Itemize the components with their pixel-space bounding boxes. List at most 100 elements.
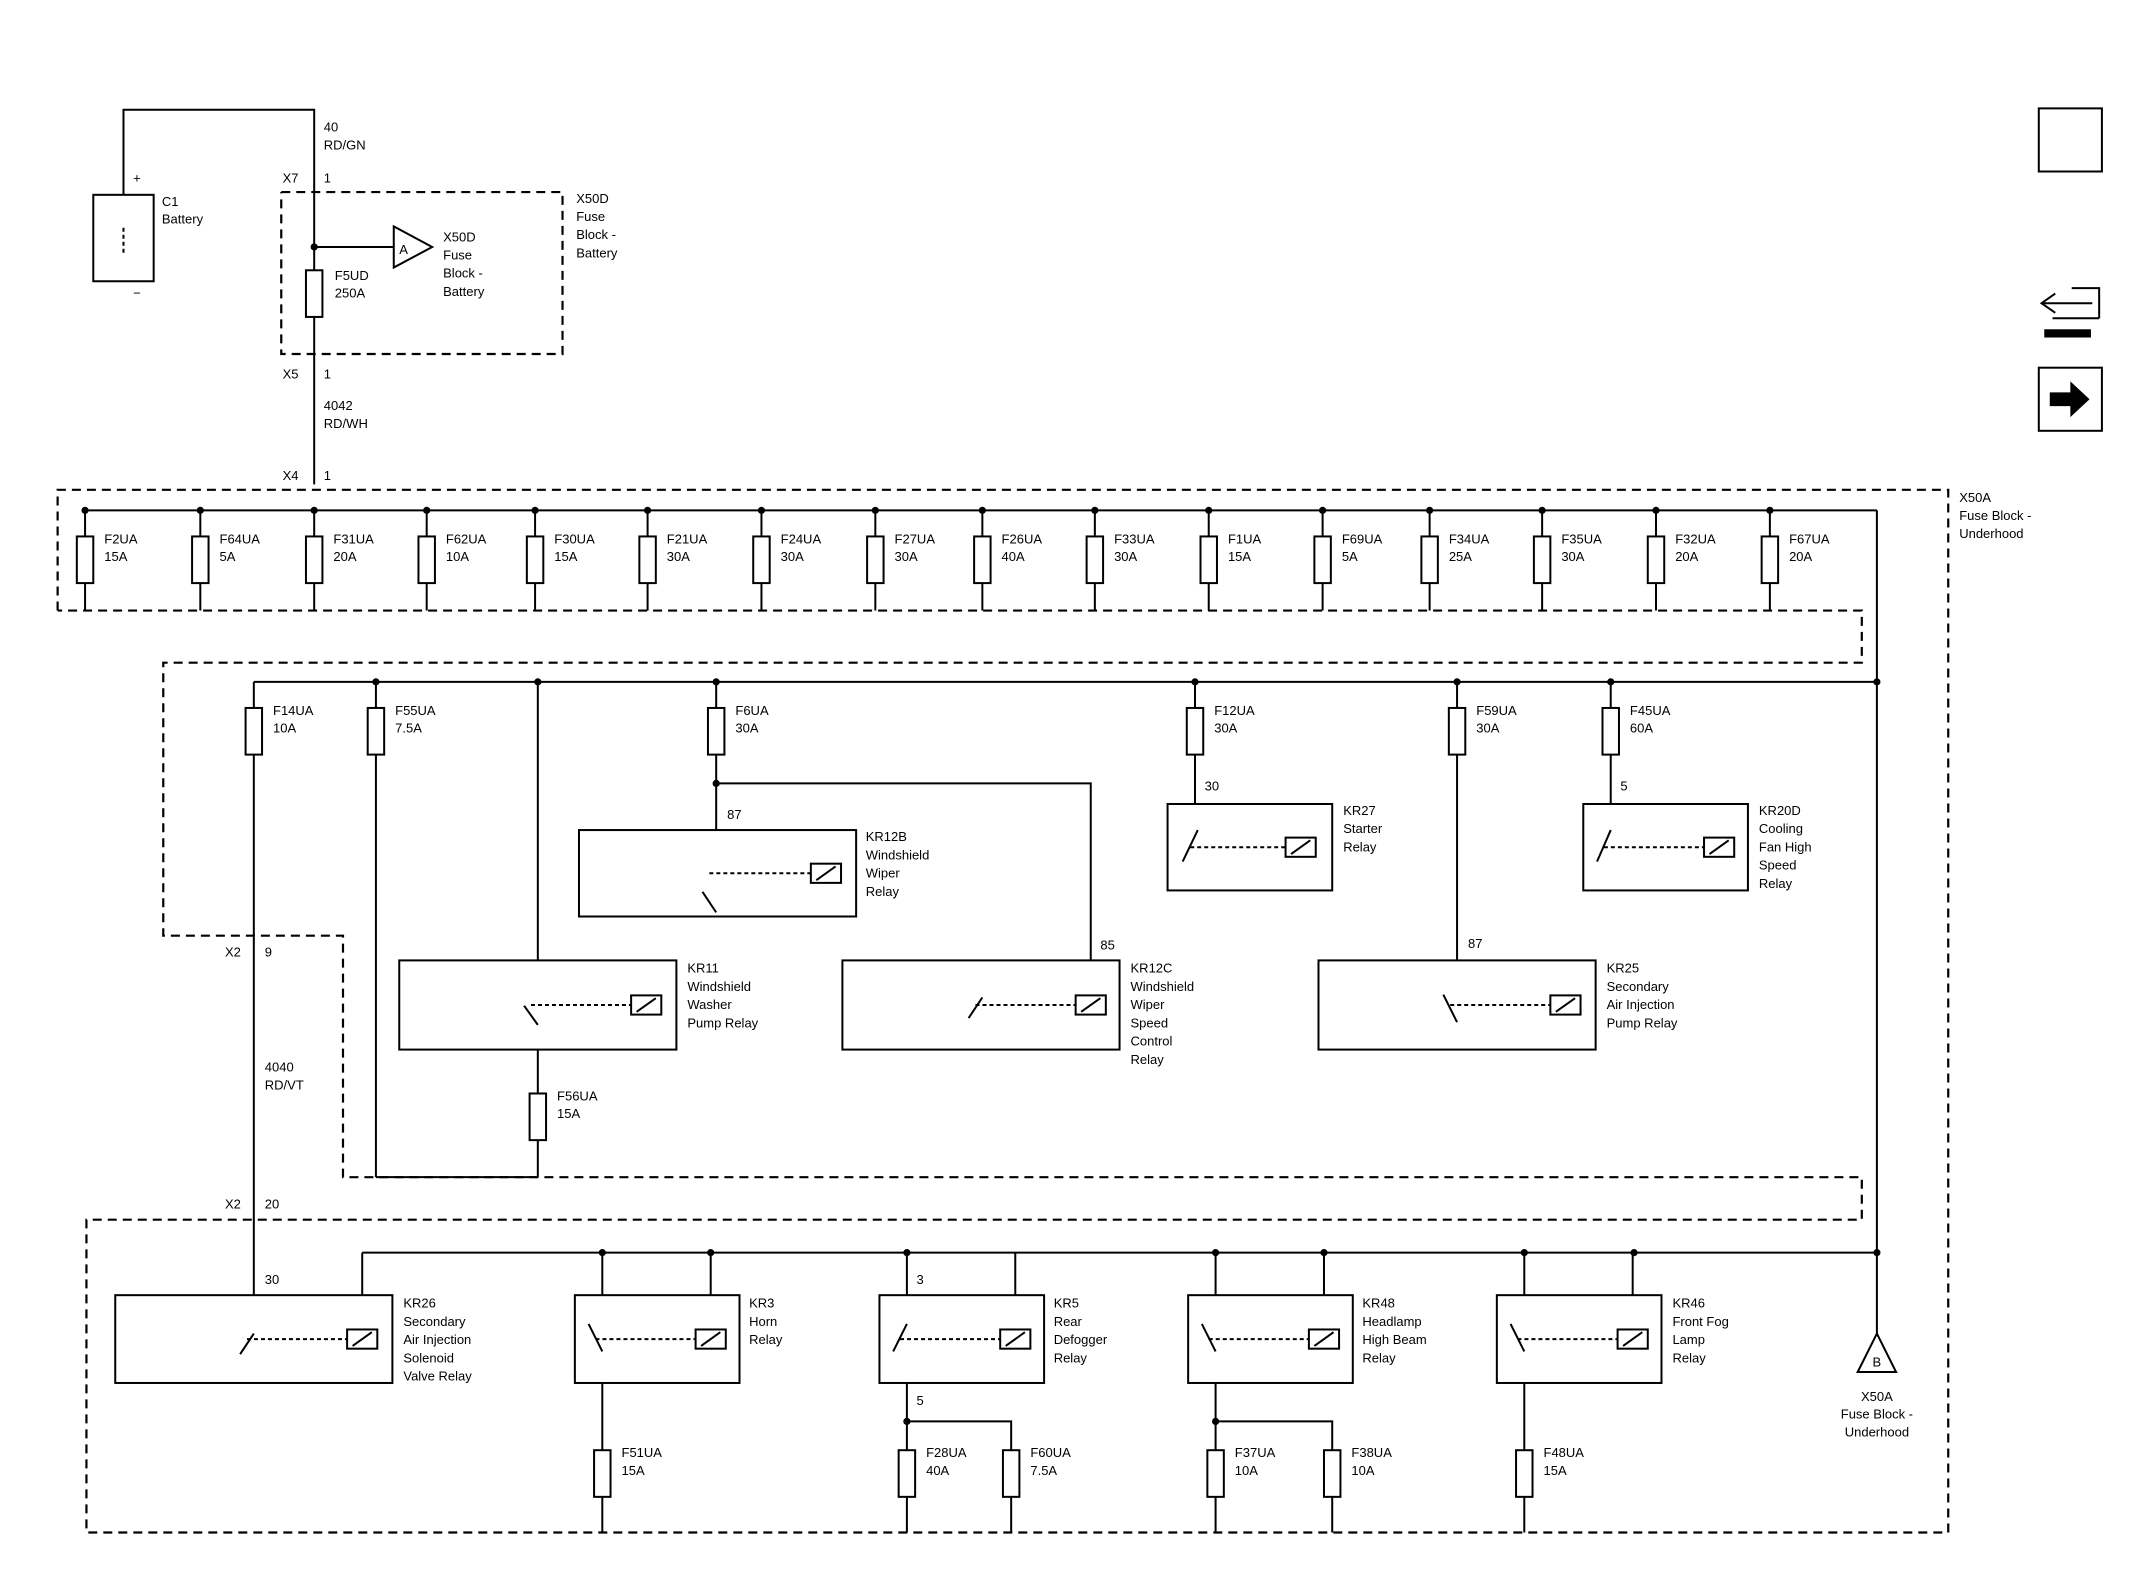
loc-icon[interactable] (2037, 107, 2103, 173)
mid-fuse-rating: 15A (557, 1106, 580, 1121)
bottom-fuse-symbol (1001, 1449, 1021, 1498)
battery-name: Battery (162, 212, 204, 227)
mid-fuse-symbol (366, 706, 386, 756)
top-fuse-symbol (752, 535, 771, 585)
relay-kr48-coil-slash (1313, 1331, 1335, 1347)
relay-kr27-desc: Starter (1343, 821, 1383, 836)
x50d-ref-desc: Fuse (443, 247, 472, 262)
top-fuse-rating: 10A (446, 549, 469, 564)
x50d-name: X50D (576, 191, 609, 206)
bottom-fuse-id: F48UA (1544, 1445, 1585, 1460)
top-fuse-id: F21UA (667, 531, 708, 546)
relay-kr26-desc: Secondary (403, 1314, 466, 1329)
relay-kr3-box (573, 1294, 741, 1384)
relay-kr12b-desc: Wiper (866, 866, 901, 881)
top-fuse-id: F33UA (1114, 531, 1155, 546)
top-fuse-id: F27UA (895, 531, 936, 546)
relay-kr25-desc: Air Injection (1607, 997, 1675, 1012)
x50d-desc: Block - (576, 227, 616, 242)
top-fuse-id: F64UA (220, 531, 261, 546)
wire-color: RD/VT (265, 1077, 304, 1092)
component-boundaries (56, 190, 1950, 1534)
top-fuse-id: F34UA (1449, 531, 1490, 546)
x50d-desc: Fuse (576, 209, 605, 224)
relay-kr46-ref: KR46 (1672, 1296, 1705, 1311)
splice-dot (1630, 1249, 1638, 1257)
top-fuse-rating: 30A (667, 549, 690, 564)
relay-kr3-ref: KR3 (749, 1296, 774, 1311)
relay-kr27-desc: Relay (1343, 839, 1377, 854)
bottom-fuse-symbol (593, 1449, 612, 1498)
relay-kr26-coil-slash (352, 1331, 373, 1347)
relay-kr20d-desc: Relay (1759, 876, 1793, 891)
top-fuse-symbol (1313, 535, 1332, 585)
relay-kr27-contact (1181, 829, 1199, 863)
relay-kr12c-box (841, 959, 1121, 1051)
relay-kr25-coil-slash (1555, 997, 1576, 1013)
x50a-ref-desc: Fuse Block - (1841, 1407, 1913, 1422)
bottom-fuse-rating: 10A (1235, 1463, 1258, 1478)
mid-fuse-rating: 60A (1630, 721, 1653, 736)
f5ud-rating: 250A (335, 286, 366, 301)
relay-kr5-contact (892, 1323, 908, 1352)
top-fuse-symbol (1646, 535, 1666, 585)
relay-kr5-pin5: 5 (916, 1393, 923, 1408)
mid-fuse-id: F45UA (1630, 703, 1671, 718)
x50a-ref-letter: B (1873, 1355, 1882, 1370)
relay-kr11-contact (523, 1005, 539, 1026)
mid-fuse-id: F59UA (1476, 703, 1517, 718)
relay-kr12c-desc: Control (1131, 1034, 1173, 1049)
x50a-desc: Fuse Block - (1959, 508, 2031, 523)
mid-fuse-symbol (1185, 706, 1205, 756)
top-fuse-symbol (866, 535, 885, 585)
relay-kr12c-pin: 85 (1100, 937, 1114, 952)
bottom-fuse-symbol (897, 1449, 917, 1498)
mid-fuse-id: F12UA (1214, 703, 1255, 718)
relay-kr5-coil-slash (1005, 1331, 1026, 1347)
relay-kr26-desc: Air Injection (403, 1332, 471, 1347)
x50a-ref-desc: Underhood (1845, 1424, 1909, 1439)
relay-kr11-ref: KR11 (687, 961, 719, 976)
wire-f60ua (906, 1420, 1013, 1451)
top-fuse-symbol (1532, 535, 1552, 585)
mid-fuse-symbol (244, 706, 264, 756)
wrench-icon (2044, 329, 2091, 338)
wire-circuit: 40 (324, 120, 338, 135)
relay-kr27-pin: 30 (1205, 778, 1219, 793)
relay-kr48-contact (1200, 1323, 1217, 1352)
relay-kr12c-desc: Relay (1131, 1052, 1165, 1067)
x50d-desc: Battery (576, 245, 618, 260)
mid-fuse-rating: 30A (1214, 721, 1237, 736)
relay-kr20d-coil-slash (1708, 839, 1730, 855)
battery-plus: + (133, 170, 141, 185)
relay-kr5-pin: 3 (916, 1272, 923, 1287)
schematic-icon[interactable] (2039, 287, 2101, 338)
relay-kr5-ref: KR5 (1054, 1296, 1079, 1311)
bottom-fuse-id: F60UA (1030, 1445, 1071, 1460)
relay-kr25-desc: Secondary (1607, 979, 1670, 994)
bottom-fuse-rating: 15A (1544, 1463, 1567, 1478)
top-fuse-id: F2UA (104, 531, 138, 546)
top-fuse-symbol (638, 535, 657, 585)
battery-minus: − (133, 286, 141, 301)
top-fuse-rating: 5A (220, 549, 236, 564)
relay-kr12b-ref: KR12B (866, 829, 907, 844)
side-icons[interactable] (2037, 107, 2103, 432)
top-fuse-id: F69UA (1342, 531, 1383, 546)
relay-kr11-desc: Pump Relay (687, 1015, 758, 1030)
bottom-fuse-rating: 40A (926, 1463, 949, 1478)
bottom-fuse-id: F37UA (1235, 1445, 1276, 1460)
top-fuse-rating: 5A (1342, 549, 1358, 564)
top-fuse-rating: 15A (1228, 549, 1251, 564)
relay-kr48-ref: KR48 (1362, 1296, 1395, 1311)
wire-kr12c (716, 782, 1092, 961)
relay-kr20d-desc: Fan High (1759, 839, 1812, 854)
connector-name: X2 (225, 1197, 241, 1212)
relay-kr12b-desc: Windshield (866, 847, 930, 862)
top-fuse-id: F26UA (1002, 531, 1043, 546)
f5ud-id: F5UD (335, 268, 369, 283)
connector-pin: 1 (324, 170, 331, 185)
relay-kr25-pin: 87 (1468, 936, 1482, 951)
relay-kr20d-desc: Cooling (1759, 821, 1803, 836)
